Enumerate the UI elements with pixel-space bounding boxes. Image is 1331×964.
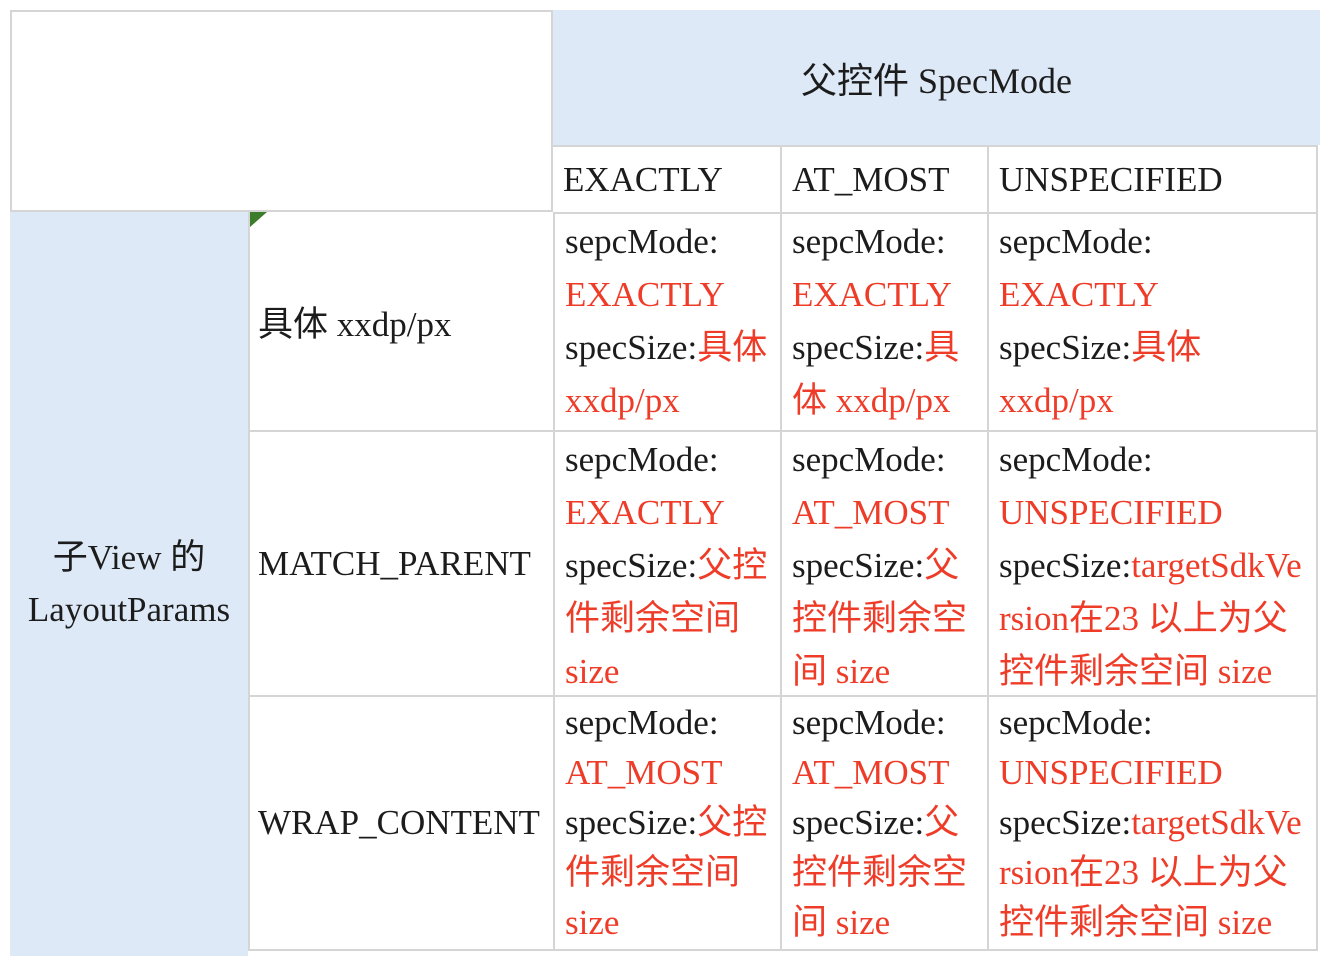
- spec-mode-label: sepcMode:: [792, 222, 946, 261]
- col-header-exactly: EXACTLY: [553, 145, 780, 212]
- spec-mode-label: sepcMode:: [565, 440, 719, 479]
- col-header-at-most: AT_MOST: [780, 145, 987, 212]
- spec-size-value-cont: 控件剩余空间 size: [999, 903, 1273, 942]
- spec-mode-value: AT_MOST: [565, 753, 723, 792]
- parent-specmode-header: 父控件 SpecMode: [553, 10, 1320, 145]
- spec-size-line: specSize:父控: [565, 539, 780, 592]
- row-header-label: MATCH_PARENT: [258, 543, 531, 583]
- spec-size-label: specSize:: [999, 328, 1132, 367]
- spec-mode-value: UNSPECIFIED: [999, 493, 1223, 532]
- parent-specmode-title: 父控件 SpecMode: [801, 60, 1072, 101]
- spec-size-label: specSize:: [999, 546, 1132, 585]
- child-layoutparams-line2: LayoutParams: [27, 590, 231, 629]
- cell-specific-atmost: sepcMode: EXACTLY specSize:具 体 xxdp/px: [780, 212, 987, 430]
- spec-size-label: specSize:: [565, 546, 698, 585]
- spec-mode-value: AT_MOST: [792, 493, 950, 532]
- spec-size-label: specSize:: [565, 328, 698, 367]
- green-corner-marker-icon: [250, 212, 267, 227]
- col-header-label: AT_MOST: [792, 159, 950, 199]
- row-header-match-parent: MATCH_PARENT: [248, 430, 553, 695]
- spec-mode-label: sepcMode:: [565, 222, 719, 261]
- row-header-label: 具体 xxdp/px: [258, 304, 452, 344]
- spec-size-label: specSize:: [999, 803, 1132, 842]
- child-layoutparams-line1: 子View 的: [52, 538, 206, 577]
- spec-size-label: specSize:: [792, 803, 925, 842]
- spec-size-value-cont: 间 size: [792, 652, 891, 691]
- spec-mode-label: sepcMode:: [792, 440, 946, 479]
- spec-size-value: 父控: [697, 803, 768, 842]
- spec-mode-value: AT_MOST: [792, 753, 950, 792]
- spec-size-value-cont: 间 size: [792, 903, 891, 942]
- spec-size-line: specSize:targetSdkVe: [999, 539, 1316, 592]
- row-header-label: WRAP_CONTENT: [258, 803, 540, 842]
- spec-size-value: targetSdkVe: [1131, 546, 1302, 585]
- spec-size-value-cont: 件剩余空间: [565, 853, 741, 892]
- spec-size-label: specSize:: [565, 803, 698, 842]
- cell-matchparent-unspecified: sepcMode: UNSPECIFIED specSize:targetSdk…: [987, 430, 1318, 695]
- spec-size-line: specSize:父: [792, 539, 987, 592]
- spec-size-value-cont: size: [565, 652, 620, 691]
- spec-size-line: specSize:具: [792, 321, 987, 374]
- spec-size-value-cont: 件剩余空间: [565, 599, 741, 638]
- child-layoutparams-header: 子View 的 LayoutParams: [10, 212, 248, 956]
- spec-size-value-cont: 体 xxdp/px: [792, 381, 951, 420]
- spec-size-label: specSize:: [792, 328, 925, 367]
- empty-corner-cell: [10, 10, 553, 212]
- spec-mode-label: sepcMode:: [792, 703, 946, 742]
- cell-matchparent-atmost: sepcMode: AT_MOST specSize:父 控件剩余空 间 siz…: [780, 430, 987, 695]
- spec-size-value: 父: [924, 803, 960, 842]
- spec-size-label: specSize:: [792, 546, 925, 585]
- spec-mode-label: sepcMode:: [999, 440, 1153, 479]
- spec-size-value-cont: xxdp/px: [999, 381, 1114, 420]
- spec-size-value: 具体: [1131, 328, 1202, 367]
- cell-specific-exactly: sepcMode: EXACTLY specSize:具体 xxdp/px: [553, 212, 780, 430]
- spec-size-line: specSize:具体: [999, 321, 1316, 374]
- cell-specific-unspecified: sepcMode: EXACTLY specSize:具体 xxdp/px: [987, 212, 1318, 430]
- col-header-label: EXACTLY: [563, 159, 723, 199]
- spec-size-line: specSize:具体: [565, 321, 780, 374]
- spec-size-value-cont: 控件剩余空间 size: [999, 652, 1273, 691]
- spec-size-value: 父: [924, 546, 960, 585]
- spec-mode-value: EXACTLY: [999, 275, 1159, 314]
- cell-matchparent-exactly: sepcMode: EXACTLY specSize:父控 件剩余空间 size: [553, 430, 780, 695]
- spec-mode-label: sepcMode:: [999, 222, 1153, 261]
- spec-mode-value: EXACTLY: [565, 275, 725, 314]
- col-header-label: UNSPECIFIED: [999, 159, 1223, 199]
- row-header-wrap-content: WRAP_CONTENT: [248, 695, 553, 951]
- spec-size-value: 具体: [697, 328, 768, 367]
- spec-mode-value: EXACTLY: [565, 493, 725, 532]
- spec-size-value-cont: rsion在23 以上为父: [999, 599, 1288, 638]
- cell-wrapcontent-atmost: sepcMode: AT_MOST specSize:父 控件剩余空 间 siz…: [780, 695, 987, 951]
- spec-mode-label: sepcMode:: [565, 703, 719, 742]
- spec-mode-value: UNSPECIFIED: [999, 753, 1223, 792]
- cell-wrapcontent-exactly: sepcMode: AT_MOST specSize:父控 件剩余空间 size: [553, 695, 780, 951]
- spec-mode-value: EXACTLY: [792, 275, 952, 314]
- spec-size-value-cont: 控件剩余空: [792, 599, 968, 638]
- spec-size-line: specSize:targetSdkVe: [999, 798, 1316, 848]
- spec-mode-label: sepcMode:: [999, 703, 1153, 742]
- spec-size-line: specSize:父: [792, 798, 987, 848]
- row-header-specific-dp: 具体 xxdp/px: [248, 212, 553, 430]
- spec-size-value-cont: rsion在23 以上为父: [999, 853, 1288, 892]
- col-header-unspecified: UNSPECIFIED: [987, 145, 1318, 212]
- cell-wrapcontent-unspecified: sepcMode: UNSPECIFIED specSize:targetSdk…: [987, 695, 1318, 951]
- spec-size-line: specSize:父控: [565, 798, 780, 848]
- spec-size-value-cont: xxdp/px: [565, 381, 680, 420]
- spec-size-value: 具: [924, 328, 960, 367]
- spec-size-value: 父控: [697, 546, 768, 585]
- spec-size-value-cont: size: [565, 903, 620, 942]
- spec-size-value: targetSdkVe: [1131, 803, 1302, 842]
- spec-size-value-cont: 控件剩余空: [792, 853, 968, 892]
